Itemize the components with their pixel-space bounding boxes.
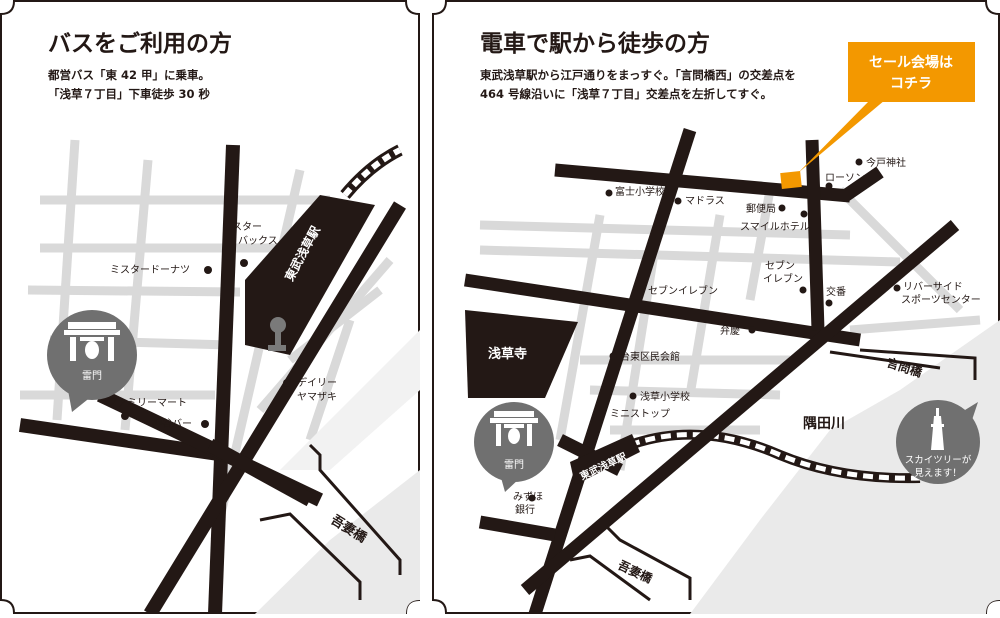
kototoi-bridge (829, 348, 977, 380)
azumabashi-bridge-r (569, 518, 692, 602)
kaminarimon-label: 雷門 (82, 370, 102, 382)
riverside-label-2: スポーツセンター (901, 294, 981, 306)
kaminarimon-bubble: 雷門 (47, 310, 137, 412)
mizuho-label-2: 銀行 (515, 503, 535, 516)
dairy-yamazaki-label-2: ヤマザキ (297, 391, 337, 403)
bus-stop-post (275, 325, 281, 347)
sensoji-building (465, 310, 578, 398)
venue-callout: セール会場は コチラ (798, 42, 975, 173)
bus-title: バスをご利用の方 (48, 30, 232, 57)
koban-label: 交番 (826, 285, 846, 298)
train-description-2: 464 号線沿いに「浅草７丁目」交差点を左折してすぐ。 (480, 87, 772, 101)
bus-minor-streets (20, 139, 394, 542)
rail-track-dash (342, 147, 402, 197)
sensoji-label: 浅草寺 (488, 346, 527, 362)
rail-line-inner (629, 432, 921, 481)
seven-b-label: セブンイレブン (648, 284, 718, 297)
kamiya-bar-label: 神谷バー (152, 417, 192, 430)
riverside-label-1: リバーサイド (903, 281, 963, 293)
dairy-yamazaki-label-1: デイリー (297, 376, 337, 389)
ministop-label: ミニストップ (610, 408, 670, 420)
benkei-label: 弁慶 (720, 324, 740, 337)
train-panel: 浅草寺 東武浅草駅 (432, 0, 1000, 614)
bus-description-1: 都営バス「東 42 甲」に乗車。 (47, 68, 210, 82)
lawson-label: ローソン (825, 173, 865, 184)
river-area (690, 320, 1000, 614)
bus-panel: 東武浅草駅 (0, 0, 420, 614)
tobu-station-building (245, 195, 375, 355)
train-description-1: 東武浅草駅から江戸通りをまっすぐ。「言問橋西」の交差点を (480, 68, 796, 82)
smile-hotel-label: スマイルホテル (740, 221, 810, 233)
family-mart-label: ファミリーマート (107, 398, 187, 409)
skytree-bubble: スカイツリーが 見えます！ (896, 400, 980, 484)
imado-shrine-label: 今戸神社 (866, 156, 906, 169)
starbucks-label-1: スター (232, 221, 262, 233)
tobu-station-r (570, 434, 640, 485)
sumida-river-shape (255, 470, 420, 614)
madras-label: マドラス (685, 195, 725, 207)
fuji-school-label: 富士小学校 (615, 185, 665, 198)
bus-river-fill (280, 330, 420, 470)
venue-marker (780, 170, 802, 190)
bus-stop-base (268, 345, 286, 351)
train-landmark-dots (528, 158, 901, 502)
mister-donut-label: ミスタードーナツ (110, 264, 190, 276)
skytree-label-1: スカイツリーが (905, 454, 972, 466)
taito-hall-label: 台東区民会館 (620, 350, 680, 363)
sumida-river-label: 隅田川 (803, 416, 845, 432)
callout-line-2: コチラ (890, 76, 932, 92)
bus-description-2: 「浅草７丁目」下車徒歩 30 秒 (48, 87, 211, 101)
bus-landmark-dots (121, 259, 291, 428)
callout-line-1: セール会場は (869, 54, 953, 71)
post-office-label: 郵便局 (746, 202, 776, 215)
seven-a-label-2: イレブン (763, 272, 803, 285)
skytree-icon (931, 408, 944, 450)
gate-icon (64, 322, 120, 361)
bus-main-roads (18, 144, 406, 614)
seven-a-label-1: セブン (765, 259, 795, 272)
kaminarimon-label-r: 雷門 (504, 459, 524, 471)
asakusa-school-label: 浅草小学校 (640, 390, 690, 403)
gate-icon-r (490, 411, 538, 446)
starbucks-label-2: バックス (238, 235, 278, 247)
kaminarimon-bubble-r: 雷門 (474, 402, 554, 492)
azumabashi-bridge (259, 443, 402, 600)
skytree-label-2: 見えます！ (914, 468, 962, 479)
train-title: 電車で駅から徒歩の方 (480, 30, 710, 57)
mizuho-label-1: みずほ (513, 491, 543, 503)
